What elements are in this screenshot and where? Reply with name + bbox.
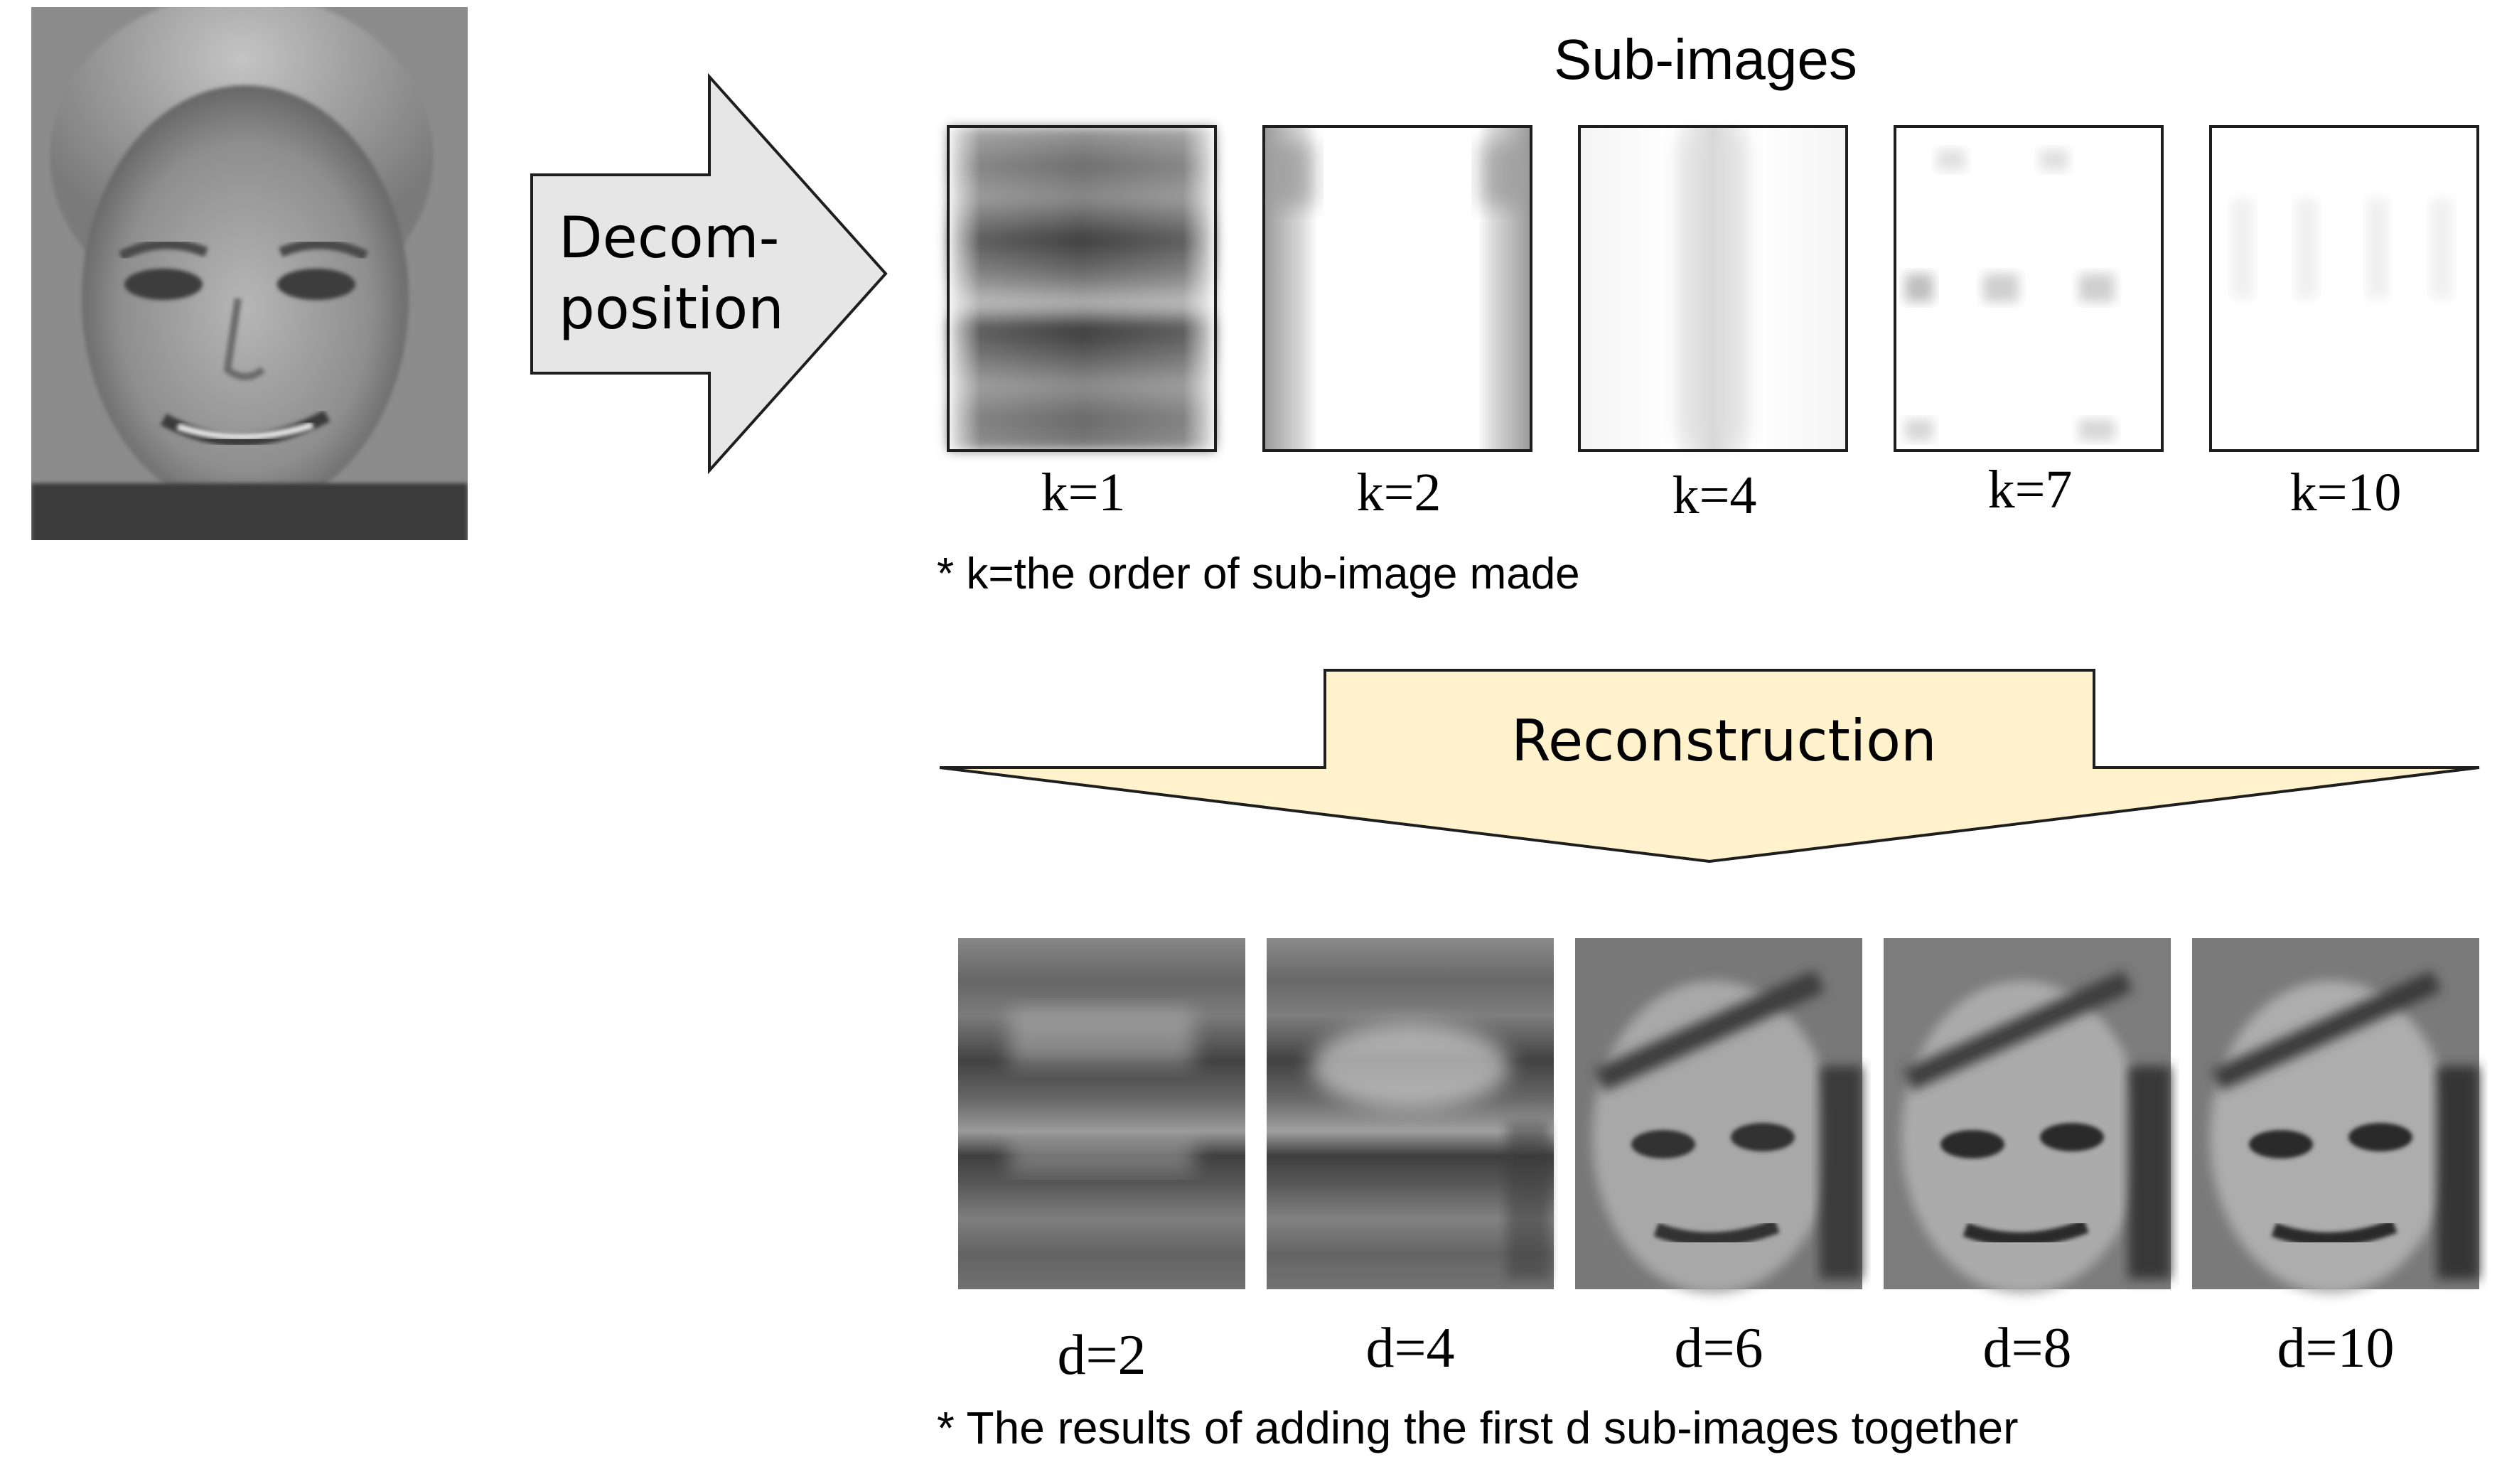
sub-image-label: k=1 [1041,463,1126,522]
reconstruction-d8 [1884,938,2171,1294]
sub-image-label: k=10 [2289,463,2402,522]
reconstruction-d4 [1267,938,1554,1289]
reconstruction-image-label: d=2 [1057,1324,1147,1387]
reconstruction-image-label: d=6 [1674,1317,1763,1380]
original-face-photo [31,7,468,540]
reconstruction-label: Reconstruction [1511,708,1937,774]
decomposition-label-line1: Decom- [559,205,780,271]
reconstruction-note: * The results of adding the first d sub-… [937,1402,2019,1453]
reconstruction-arrow [939,669,2480,864]
sub-images-title: Sub-images [1554,28,1857,91]
reconstruction-d10 [2192,938,2479,1294]
sub-image-label: k=2 [1356,463,1441,522]
sub-image-k2 [1262,125,1532,452]
reconstruction-d2 [958,938,1245,1289]
reconstruction-image-label: d=8 [1982,1317,2072,1380]
sub-image-k10 [2209,125,2479,452]
sub-image-k1 [947,125,1217,452]
sub-image-k4 [1578,125,1848,452]
sub-images-note: * k=the order of sub-image made [937,549,1580,598]
reconstruction-image-label: d=10 [2277,1317,2395,1380]
sub-image-label: k=4 [1672,466,1757,525]
reconstruction-d6 [1575,938,1862,1294]
sub-image-k7 [1894,125,2164,452]
decomposition-label-line2: position [559,276,784,342]
decomposition-arrow [530,72,888,475]
reconstruction-image-label: d=4 [1365,1317,1455,1380]
sub-image-label: k=7 [1987,460,2073,520]
